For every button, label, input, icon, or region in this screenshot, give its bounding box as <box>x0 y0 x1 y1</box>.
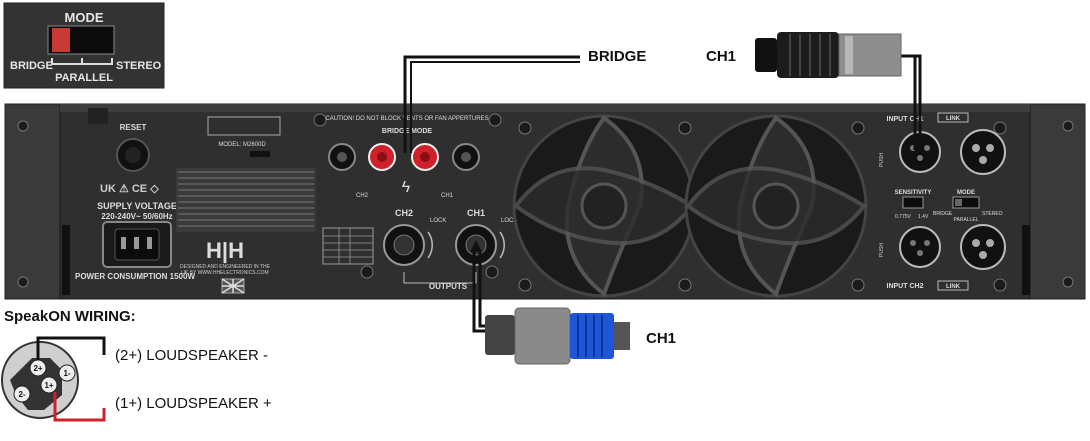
binding-post-ch2-red[interactable] <box>368 143 396 171</box>
designed-line-2: UK BY WWW.HHELECTRONICS.COM <box>181 270 268 276</box>
mode-parallel-small: PARALLEL <box>954 217 979 223</box>
speakon-plug <box>485 307 630 365</box>
legend-line-2: (1+) LOUDSPEAKER + <box>115 395 272 412</box>
ch1-post-label: CH1 <box>441 193 454 199</box>
designed-line-1: DESIGNED AND ENGINEERED IN THE <box>180 264 271 270</box>
bridge-mode-label: BRIDGE MODE <box>382 128 433 135</box>
inputs-section: INPUT CH1 LINK PUSH SENSITIVITY 0.775V 1… <box>879 112 1006 291</box>
caution-top-label: CAUTION! DO NOT BLOCK VENTS OR FAN APPER… <box>325 116 488 122</box>
binding-post-ch1-black[interactable] <box>452 143 480 171</box>
screws <box>17 113 1074 292</box>
input-ch1-label: INPUT CH1 <box>887 116 924 123</box>
wiring-table <box>322 227 374 265</box>
lightning-icon: ϟ <box>402 179 411 196</box>
sensitivity-switch[interactable] <box>902 196 924 209</box>
supply-voltage-label: SUPPLY VOLTAGE <box>97 201 177 211</box>
voltage-value: 220-240V~ 50/60Hz <box>101 212 172 221</box>
fan-left <box>512 114 696 298</box>
bridge-wire <box>403 55 580 153</box>
speakon-wiring-title: SpeakON WIRING: <box>4 308 136 325</box>
push-label-ch1: PUSH <box>879 153 885 167</box>
power-consumption-label: POWER CONSUMPTION 1500W <box>75 272 195 281</box>
mode-inset-bridge: BRIDGE <box>10 60 53 72</box>
input-ch2-label: INPUT CH2 <box>887 283 924 290</box>
ch1-speakon-wire <box>472 246 488 333</box>
lock-label-ch2: LOCK <box>430 218 446 224</box>
wire-1plus <box>53 392 106 422</box>
binding-post-ch2-black[interactable] <box>328 143 356 171</box>
sens-left-label: 0.775V <box>895 214 912 220</box>
xlr-input-ch2[interactable] <box>899 226 941 268</box>
cooling-fans <box>512 114 868 298</box>
fan-right <box>684 114 868 298</box>
mode-inset-stereo: STEREO <box>116 60 162 72</box>
legend-line-1: (2+) LOUDSPEAKER - <box>115 347 268 364</box>
link-label-bottom: LINK <box>946 284 961 290</box>
compliance-marks: UK ⚠ CE ◇ <box>100 183 159 195</box>
mode-switch[interactable] <box>952 196 980 209</box>
xlr-link-ch2[interactable] <box>960 224 1006 270</box>
reset-label: RESET <box>120 123 147 132</box>
speakon-connector-icon: 2+ 1+ 1- 2- <box>1 341 79 419</box>
pin-1plus: 1+ <box>44 381 53 390</box>
xlr-plug <box>755 32 902 78</box>
outputs-bracket <box>403 272 477 284</box>
binding-posts: BRIDGE MODE CH2 CH1 ϟ <box>328 128 480 199</box>
speakon-socket-ch2[interactable] <box>383 224 425 266</box>
mode-stereo-small: STEREO <box>982 211 1003 217</box>
mode-inset: MODE BRIDGE PARALLEL STEREO <box>3 2 165 89</box>
mode-switch-lever <box>52 28 70 52</box>
binding-post-ch1-red[interactable] <box>411 143 439 171</box>
ch1-top-callout-label: CH1 <box>706 48 736 65</box>
push-label-ch2: PUSH <box>879 243 885 257</box>
pin-2plus: 2+ <box>33 364 42 373</box>
info-section: MODEL: M2600D H|H DESIGNED AND ENGINEERE… <box>176 116 489 294</box>
mode-inset-parallel: PARALLEL <box>55 72 113 84</box>
lock-label-ch1: LOCK <box>501 218 517 224</box>
link-label-top: LINK <box>946 116 961 122</box>
mode-bridge-small: BRIDGE <box>933 211 953 217</box>
outputs-label: OUTPUTS <box>429 282 468 291</box>
ch1-output-label: CH1 <box>467 208 485 218</box>
pin-2minus: 2- <box>18 390 25 399</box>
xlr-link-ch1[interactable] <box>960 129 1006 175</box>
brand-logo: H|H <box>206 238 244 263</box>
model-label: MODEL: M2600D <box>218 142 266 148</box>
callout-wires <box>403 54 922 333</box>
sens-right-label: 1.4V <box>918 214 929 220</box>
left-handle <box>62 225 70 295</box>
bridge-callout-label: BRIDGE <box>588 48 646 65</box>
mode-inset-title: MODE <box>65 10 104 25</box>
sensitivity-label: SENSITIVITY <box>895 190 932 196</box>
caution-text-block <box>176 168 316 232</box>
ch2-post-label: CH2 <box>356 193 369 199</box>
pin-1minus: 1- <box>63 369 70 378</box>
ch1-bottom-callout-label: CH1 <box>646 330 676 347</box>
mode-label-panel: MODE <box>957 190 975 196</box>
speakon-wiring-legend: SpeakON WIRING: 2+ 1+ 1- 2- (2+) LOUDSPE… <box>1 308 272 422</box>
mode-bracket <box>51 58 113 65</box>
right-handle <box>1022 225 1030 295</box>
ch2-output-label: CH2 <box>395 208 413 218</box>
left-section: RESET UK ⚠ CE ◇ SUPPLY VOLTAGE 220-240V~… <box>75 108 195 281</box>
ch1-xlr-wire <box>900 54 922 150</box>
wire-2plus <box>36 336 106 360</box>
